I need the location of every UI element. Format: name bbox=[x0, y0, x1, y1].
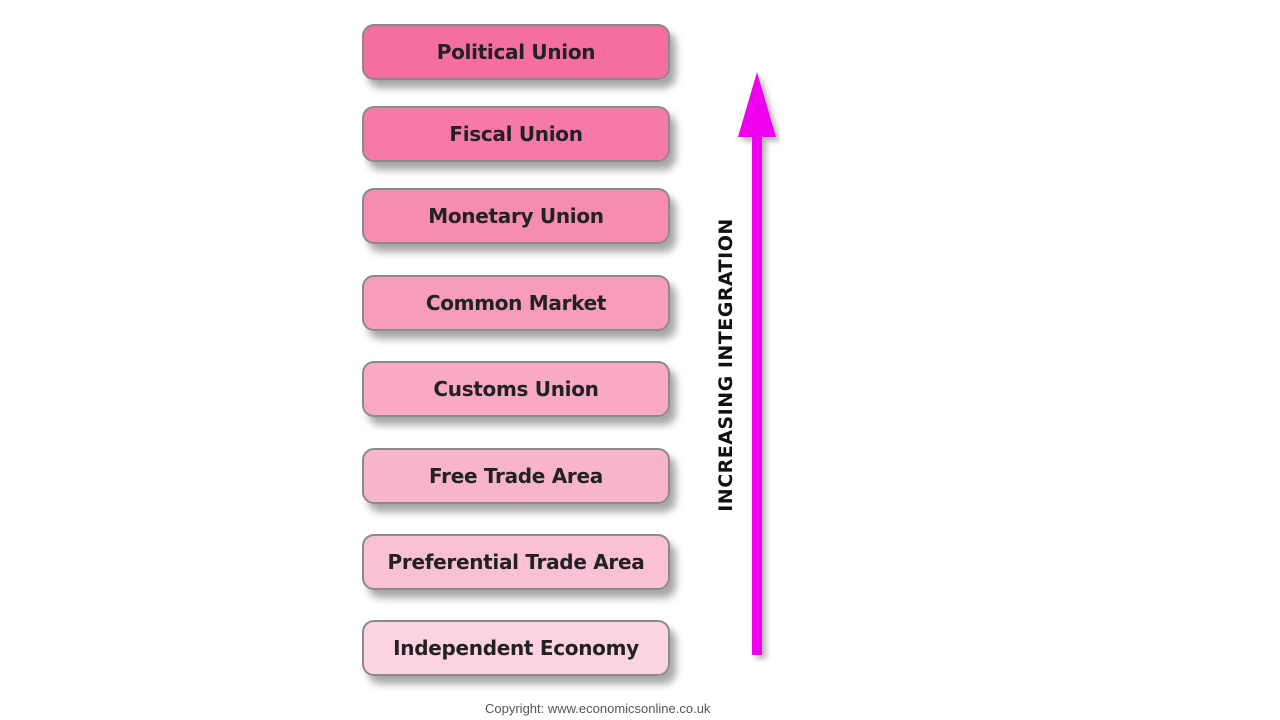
stage-monetary-union: Monetary Union bbox=[362, 188, 670, 244]
copyright-text: Copyright: www.economicsonline.co.uk bbox=[485, 701, 711, 716]
stage-common-market: Common Market bbox=[362, 275, 670, 331]
stage-free-trade-area: Free Trade Area bbox=[362, 448, 670, 504]
increasing-integration-label: INCREASING INTEGRATION bbox=[715, 218, 737, 512]
stage-preferential-trade-area: Preferential Trade Area bbox=[362, 534, 670, 590]
stage-political-union: Political Union bbox=[362, 24, 670, 80]
stage-independent-economy: Independent Economy bbox=[362, 620, 670, 676]
stage-customs-union: Customs Union bbox=[362, 361, 670, 417]
stage-fiscal-union: Fiscal Union bbox=[362, 106, 670, 162]
up-arrow-icon bbox=[738, 72, 776, 655]
